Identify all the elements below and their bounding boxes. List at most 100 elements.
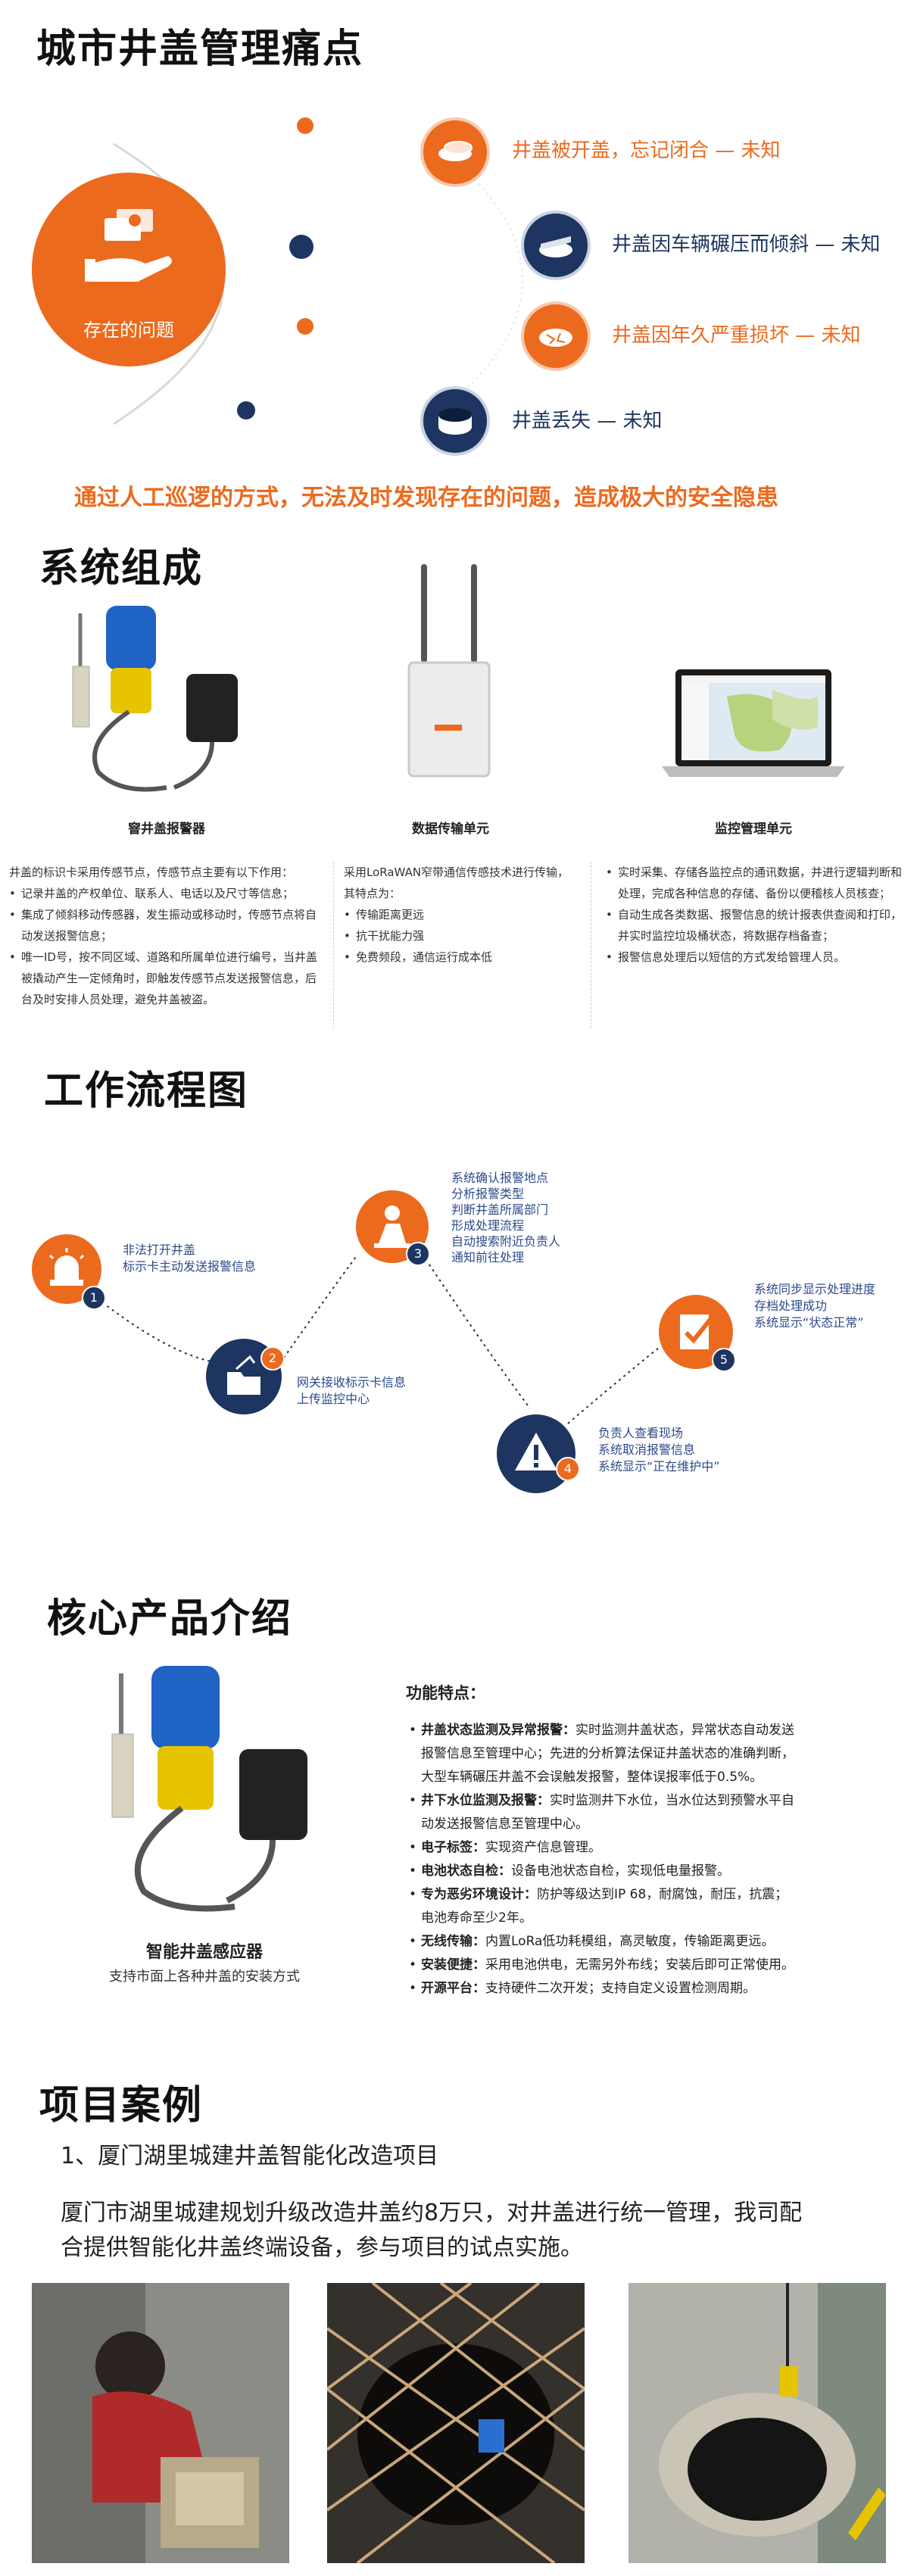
feature-text: 采用电池供电，无需另外布线；安装后即可正常使用。	[485, 1957, 794, 1973]
alarm-device-image	[72, 606, 238, 792]
pain-item-3: 井盖因年久严重损坏 — 未知	[612, 324, 861, 347]
paragraph-line: 厦门市湖里城建规划升级改造井盖约8万只，对井盖进行统一管理，我司配	[61, 2200, 803, 2226]
unit-bullet: 传输距离更远	[344, 904, 571, 925]
unit-caption-gateway: 数据传输单元	[412, 822, 489, 837]
manhole-open-icon	[420, 117, 490, 187]
manhole-missing-icon	[420, 386, 490, 456]
feature-label: 井盖状态监测及异常报警：	[421, 1723, 575, 1738]
step-line: 负责人查看现场	[598, 1426, 684, 1440]
manhole-broken-icon	[521, 301, 591, 371]
feature-text: 实现资产信息管理。	[485, 1840, 601, 1855]
step-line: 系统显示“正在维护中”	[598, 1459, 720, 1474]
step-line: 网关接收标示卡信息	[297, 1375, 407, 1389]
unit-desc-gateway: 采用LoRaWAN窄带通信传感技术进行传输，其特点为： 传输距离更远 抗干扰能力…	[344, 862, 571, 968]
case-photo-net	[327, 2283, 585, 2563]
cases-paragraph: 厦门市湖里城建规划升级改造井盖约8万只，对井盖进行统一管理，我司配 合提供智能化…	[61, 2196, 901, 2266]
step-5-number: 5	[712, 1348, 736, 1372]
step-line: 存档处理成功	[754, 1299, 828, 1313]
arc-dot	[237, 401, 255, 419]
unit-caption-monitor: 监控管理单元	[715, 822, 792, 837]
features-title: 功能特点：	[406, 1684, 485, 1702]
feature-item: 无线传输：内置LoRa低功耗模组，高灵敏度，传输距离更远。	[409, 1930, 909, 1954]
center-label: 存在的问题	[83, 320, 174, 341]
product-title: 核心产品介绍	[47, 1596, 293, 1642]
step-line: 系统确认报警地点	[451, 1171, 549, 1185]
divider	[333, 862, 335, 1028]
feature-label: 电池状态自检：	[421, 1863, 511, 1879]
step-5-text: 系统同步显示处理进度 存档处理成功 系统显示“状态正常”	[754, 1281, 875, 1331]
step-2-number: 2	[260, 1346, 285, 1371]
pain-title: 城市井盖管理痛点	[36, 27, 364, 72]
unit-caption-alarm: 窨井盖报警器	[128, 822, 205, 837]
alarm-light-icon	[48, 1248, 85, 1286]
step-4-number: 4	[556, 1457, 580, 1481]
warning-icon	[515, 1433, 557, 1470]
feature-item: 开源平台：支持硬件二次开发；支持自定义设置检测周期。	[409, 1977, 909, 2001]
divider	[591, 862, 592, 1028]
step-1-text: 非法打开井盖 标示卡主动发送报警信息	[123, 1242, 256, 1275]
feature-label: 安装便捷：	[421, 1957, 485, 1973]
unit-bullet: 抗干扰能力强	[344, 925, 571, 947]
case-photo-install	[32, 2283, 289, 2563]
step-2-text: 网关接收标示卡信息 上传监控中心	[297, 1374, 406, 1408]
feature-label: 开源平台：	[421, 1981, 485, 1996]
step-1-number: 1	[82, 1286, 106, 1310]
money-hand-icon	[85, 209, 172, 282]
step-3-number: 3	[406, 1242, 430, 1266]
arc-dot	[297, 117, 313, 134]
step-line: 系统同步显示处理进度	[754, 1282, 876, 1296]
features-list: 井盖状态监测及异常报警：实时监测井盖状态，异常状态自动发送 报警信息至管理中心；…	[409, 1719, 909, 2001]
paragraph-line: 合提供智能化井盖终端设备，参与项目的试点实施。	[61, 2235, 583, 2261]
unit-bullet: 免费频段，通信运行成本低	[344, 947, 571, 968]
feature-text: 实时监测井下水位，当水位达到预警水平自	[550, 1793, 794, 1808]
feature-item: 井下水位监测及报警：实时监测井下水位，当水位达到预警水平自 动发送报警信息至管理…	[409, 1789, 909, 1836]
step-4-text: 负责人查看现场 系统取消报警信息 系统显示“正在维护中”	[598, 1425, 720, 1475]
feature-text: 实时监测井盖状态，异常状态自动发送	[575, 1723, 794, 1738]
feature-item: 安装便捷：采用电池供电，无需另外布线；安装后即可正常使用。	[409, 1954, 909, 1977]
feature-text: 防护等级达到IP 68，耐腐蚀，耐压，抗震；	[537, 1887, 788, 1902]
feature-item: 电子标签：实现资产信息管理。	[409, 1836, 909, 1860]
feature-label: 无线传输：	[421, 1934, 485, 1949]
step-line: 标示卡主动发送报警信息	[123, 1259, 257, 1274]
pain-conclusion: 通过人工巡逻的方式，无法及时发现存在的问题，造成极大的安全隐患	[74, 485, 778, 511]
cases-title: 项目案例	[39, 2083, 204, 2128]
step-line: 判断井盖所属部门	[451, 1202, 549, 1217]
unit-bullet: 集成了倾斜移动传感器，发生振动或移动时，传感节点将自动发送报警信息；	[9, 904, 326, 947]
pain-item-1: 井盖被开盖，忘记闭合 — 未知	[512, 139, 781, 162]
step-1-circle	[32, 1234, 101, 1304]
checklist-icon	[680, 1315, 714, 1349]
problem-circle: 存在的问题	[32, 173, 226, 366]
system-title: 系统组成	[39, 546, 204, 591]
feature-text: 电池寿命至少2年。	[421, 1910, 532, 1926]
unit-bullet: 实时采集、存储各监控点的通讯数据，并进行逻辑判断和处理，完成各种信息的存储、备份…	[606, 862, 909, 904]
arc-dot	[297, 318, 313, 335]
feature-item: 电池状态自检：设备电池状态自检，实现低电量报警。	[409, 1860, 909, 1883]
feature-text: 动发送报警信息至管理中心。	[421, 1817, 588, 1832]
feature-text: 大型车辆碾压井盖不会误触发报警，整体误报率低于0.5%。	[421, 1770, 763, 1785]
unit-bullet: 唯一ID号，按不同区域、道路和所属单位进行编号，当井盖被撬动产生一定倾角时，即触…	[9, 947, 326, 1010]
unit-bullet: 自动生成各类数据、报警信息的统计报表供查阅和打印，并实时监控垃圾桶状态，将数据存…	[606, 904, 909, 947]
step-line: 通知前往处理	[451, 1250, 525, 1265]
product-name: 智能井盖感应器	[145, 1943, 263, 1962]
feature-item: 井盖状态监测及异常报警：实时监测井盖状态，异常状态自动发送 报警信息至管理中心；…	[409, 1719, 909, 1789]
workflow-title: 工作流程图	[44, 1068, 249, 1114]
step-line: 分析报警类型	[451, 1187, 525, 1201]
sensor-device-image	[111, 1666, 307, 1912]
unit-desc-monitor: 实时采集、存储各监控点的通讯数据，并进行逻辑判断和处理，完成各种信息的存储、备份…	[606, 862, 909, 968]
folder-receive-icon	[227, 1355, 260, 1395]
feature-text: 支持硬件二次开发；支持自定义设置检测周期。	[485, 1981, 756, 1996]
unit-intro: 井盖的标识卡采用传感节点，传感节点主要有以下作用：	[9, 865, 294, 879]
gateway-image	[407, 564, 491, 778]
unit-bullet: 报警信息处理后以短信的方式发给管理人员。	[606, 947, 909, 968]
arc-dot	[289, 235, 313, 259]
feature-item: 专为恶劣环境设计：防护等级达到IP 68，耐腐蚀，耐压，抗震； 电池寿命至少2年…	[409, 1883, 909, 1930]
step-4-circle	[497, 1414, 575, 1493]
unit-desc-alarm: 井盖的标识卡采用传感节点，传感节点主要有以下作用： 记录井盖的产权单位、联系人、…	[9, 862, 326, 1010]
pain-item-2: 井盖因车辆碾压而倾斜 — 未知	[612, 233, 881, 256]
unit-intro: 采用LoRaWAN窄带通信传感技术进行传输，其特点为：	[344, 865, 569, 900]
feature-text: 报警信息至管理中心；先进的分析算法保证井盖状态的准确判断，	[421, 1746, 794, 1761]
laptop-monitor-image	[662, 669, 845, 777]
feature-text: 内置LoRa低功耗模组，高灵敏度，传输距离更远。	[485, 1934, 775, 1949]
step-line: 形成处理流程	[451, 1218, 525, 1233]
case-photo-manhole	[628, 2283, 886, 2563]
